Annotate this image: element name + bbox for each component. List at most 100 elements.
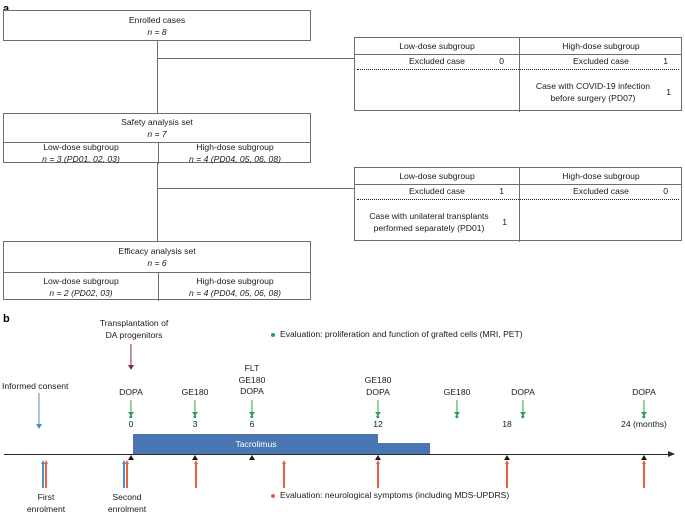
imaging-event-line: GE180 bbox=[181, 387, 209, 397]
axis-tick-label: 3 bbox=[192, 419, 198, 429]
axis-tick bbox=[641, 455, 647, 460]
exclusion-bottom-low-header: Low-dose subgroup bbox=[355, 168, 519, 184]
connector-safety-branch-right bbox=[157, 188, 354, 189]
axis-tick-label: 18 bbox=[502, 419, 512, 429]
enrolment-arrow bbox=[42, 462, 44, 488]
imaging-event-arrow bbox=[374, 400, 382, 416]
axis-tick-label: 24 (months) bbox=[621, 419, 667, 429]
imaging-event-dot bbox=[376, 415, 380, 419]
imaging-event-label: GE180 bbox=[444, 387, 471, 399]
tacrolimus-bar-label: Tacrolimus bbox=[235, 439, 277, 449]
enrolled-cases-content: Enrolled cases n = 8 bbox=[4, 11, 310, 40]
exclusion-bottom-low-reason-line2: performed separately (PD01) bbox=[373, 223, 485, 233]
imaging-event-line: DOPA bbox=[366, 386, 390, 397]
exclusion-top-low-excluded-count: 0 bbox=[499, 56, 504, 66]
imaging-event-dot bbox=[521, 415, 525, 419]
transplantation-annotation: Transplantation of DA progenitors bbox=[100, 318, 168, 341]
exclusion-top-low-reason bbox=[355, 71, 519, 112]
box-enrolled-cases: Enrolled cases n = 8 bbox=[3, 10, 311, 41]
box-exclusion-bottom: Low-dose subgroup High-dose subgroup Exc… bbox=[354, 167, 683, 242]
exclusion-top-high-excluded-count: 1 bbox=[663, 56, 668, 66]
imaging-event-line: DOPA bbox=[511, 387, 535, 397]
neuro-eval-arrowhead bbox=[641, 460, 646, 464]
imaging-event-line: FLT bbox=[244, 363, 260, 373]
neuro-eval-arrowhead bbox=[124, 460, 129, 464]
imaging-event-dot bbox=[642, 415, 646, 419]
connector-enrolled-branch-right bbox=[157, 58, 354, 59]
neuro-eval-marker bbox=[506, 462, 508, 488]
safety-column-divider bbox=[158, 142, 159, 164]
exclusion-top-high-reason-count: 1 bbox=[666, 87, 671, 97]
exclusion-top-dotted-divider bbox=[357, 69, 679, 70]
exclusion-bottom-high-excluded: Excluded case 0 bbox=[519, 184, 683, 198]
neuro-eval-marker bbox=[377, 462, 379, 488]
exclusion-bottom-low-excluded-label: Excluded case bbox=[409, 186, 465, 196]
neuro-eval-arrowhead bbox=[504, 460, 509, 464]
enrolment-arrow bbox=[123, 462, 125, 488]
safety-n: n = 7 bbox=[147, 129, 167, 139]
exclusion-top-high-excluded: Excluded case 1 bbox=[519, 54, 683, 68]
efficacy-column-divider bbox=[158, 272, 159, 301]
safety-header-rule bbox=[4, 142, 310, 143]
exclusion-top-high-excluded-label: Excluded case bbox=[573, 56, 629, 66]
exclusion-top-high-header: High-dose subgroup bbox=[519, 38, 683, 54]
neuro-eval-arrowhead bbox=[375, 460, 380, 464]
informed-consent-label: Informed consent bbox=[2, 381, 69, 391]
tacrolimus-bar-step bbox=[378, 443, 430, 454]
safety-high-dose-cell: High-dose subgroup n = 4 (PD04, 05, 06, … bbox=[158, 142, 312, 164]
imaging-event-label: DOPA bbox=[119, 387, 143, 399]
exclusion-bottom-header-rule bbox=[355, 184, 681, 185]
enrolled-cases-n: n = 8 bbox=[147, 26, 167, 37]
neuro-eval-arrowhead bbox=[193, 460, 198, 464]
neuro-eval-marker bbox=[126, 462, 128, 488]
enrolled-cases-title: Enrolled cases bbox=[128, 14, 186, 25]
legend-orange-dot bbox=[271, 493, 275, 498]
imaging-event-dot bbox=[250, 415, 254, 419]
enrolment-label-line2: enrolment bbox=[26, 503, 66, 514]
imaging-event-line: DOPA bbox=[632, 387, 656, 397]
imaging-event-arrow bbox=[519, 400, 527, 416]
safety-title: Safety analysis set bbox=[121, 117, 193, 127]
enrolment-label-line1: First bbox=[37, 492, 55, 502]
neuro-eval-marker bbox=[643, 462, 645, 488]
safety-low-dose-cell: Low-dose subgroup n = 3 (PD01, 02, 03) bbox=[4, 142, 158, 164]
axis-tick bbox=[375, 455, 381, 460]
imaging-event-label: GE180 bbox=[182, 387, 209, 399]
efficacy-n: n = 6 bbox=[147, 258, 167, 268]
safety-high-dose-label: High-dose subgroup bbox=[196, 142, 274, 152]
imaging-event-line: DOPA bbox=[240, 386, 264, 396]
imaging-event-arrow bbox=[248, 400, 256, 416]
safety-low-dose-n: n = 3 (PD01, 02, 03) bbox=[42, 154, 120, 164]
exclusion-bottom-low-excluded: Excluded case 1 bbox=[355, 184, 519, 198]
exclusion-bottom-dotted-divider bbox=[357, 199, 679, 200]
exclusion-top-low-header-text: Low-dose subgroup bbox=[399, 41, 475, 51]
imaging-event-line: GE180 bbox=[443, 387, 471, 397]
axis-tick-label: 12 bbox=[373, 419, 383, 429]
legend-green-dot bbox=[271, 332, 275, 337]
exclusion-top-high-reason-line2: before surgery (PD07) bbox=[550, 93, 636, 103]
imaging-event-line: GE180 bbox=[238, 374, 266, 385]
neuro-eval-marker bbox=[195, 462, 197, 488]
axis-tick bbox=[192, 455, 198, 460]
efficacy-header: Efficacy analysis set n = 6 bbox=[4, 242, 310, 272]
legend-orange: Evaluation: neurological symptoms (inclu… bbox=[271, 490, 509, 501]
exclusion-bottom-high-header: High-dose subgroup bbox=[519, 168, 683, 184]
imaging-event-label: DOPA bbox=[511, 387, 535, 399]
safety-low-dose-label: Low-dose subgroup bbox=[43, 142, 119, 152]
imaging-event-line: GE180 bbox=[364, 375, 392, 385]
legend-orange-text: Evaluation: neurological symptoms (inclu… bbox=[280, 490, 510, 500]
exclusion-top-header-rule bbox=[355, 54, 681, 55]
axis-tick bbox=[504, 455, 510, 460]
safety-header: Safety analysis set n = 7 bbox=[4, 114, 310, 142]
imaging-event-line: DOPA bbox=[119, 387, 143, 397]
legend-green: Evaluation: proliferation and function o… bbox=[271, 329, 523, 340]
efficacy-low-dose-label: Low-dose subgroup bbox=[43, 275, 119, 286]
exclusion-top-column-divider bbox=[519, 38, 520, 112]
imaging-event-arrow bbox=[127, 400, 135, 416]
exclusion-bottom-low-reason-count: 1 bbox=[502, 217, 507, 227]
exclusion-top-low-header: Low-dose subgroup bbox=[355, 38, 519, 54]
exclusion-top-high-reason-line1: Case with COVID-19 infection bbox=[535, 81, 651, 91]
timeline-axis bbox=[4, 454, 670, 455]
